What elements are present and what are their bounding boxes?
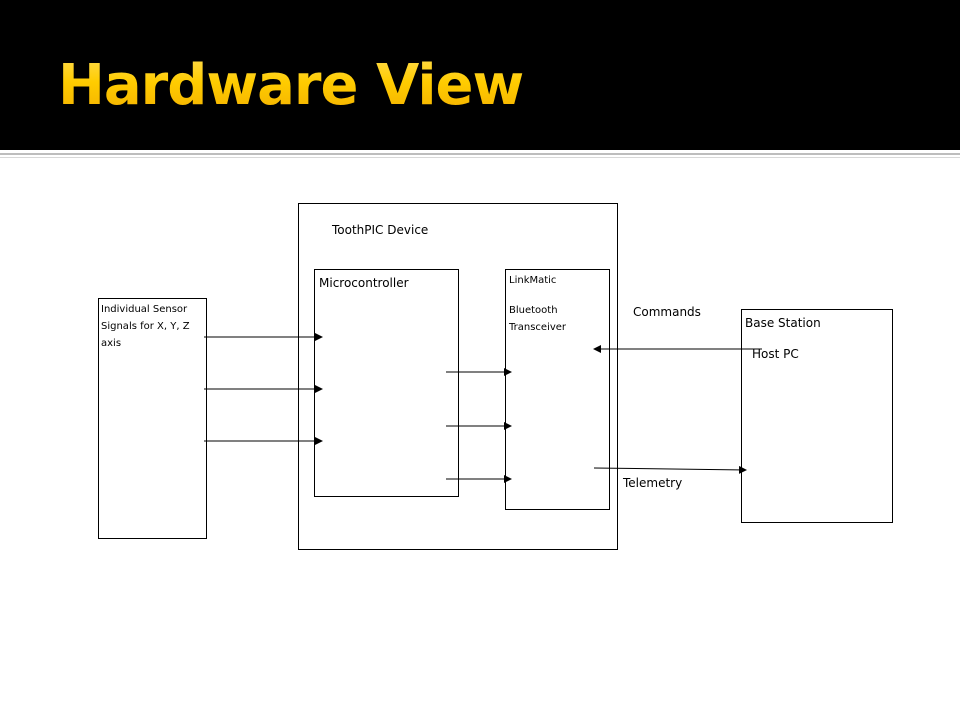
base-station-box bbox=[741, 309, 893, 523]
toothpic-device-label: ToothPIC Device bbox=[332, 223, 429, 237]
transceiver-box bbox=[505, 269, 610, 510]
sensor-signals-box bbox=[98, 298, 207, 539]
microcontroller-label: Microcontroller bbox=[319, 276, 409, 290]
transceiver-label-model: LinkMatic bbox=[509, 275, 557, 286]
title-bar: Hardware View bbox=[0, 0, 960, 150]
title-divider bbox=[0, 153, 960, 155]
commands-label: Commands bbox=[633, 305, 701, 319]
slide-title: Hardware View bbox=[58, 46, 524, 126]
telemetry-label: Telemetry bbox=[623, 476, 683, 490]
title-divider-thin bbox=[0, 157, 960, 158]
sensor-signals-label: Individual Sensor Signals for X, Y, Z ax… bbox=[101, 304, 190, 349]
host-pc-label: Host PC bbox=[752, 347, 799, 361]
transceiver-label-type: Bluetooth Transceiver bbox=[509, 305, 567, 333]
microcontroller-box bbox=[314, 269, 459, 497]
base-station-label: Base Station bbox=[745, 316, 821, 330]
